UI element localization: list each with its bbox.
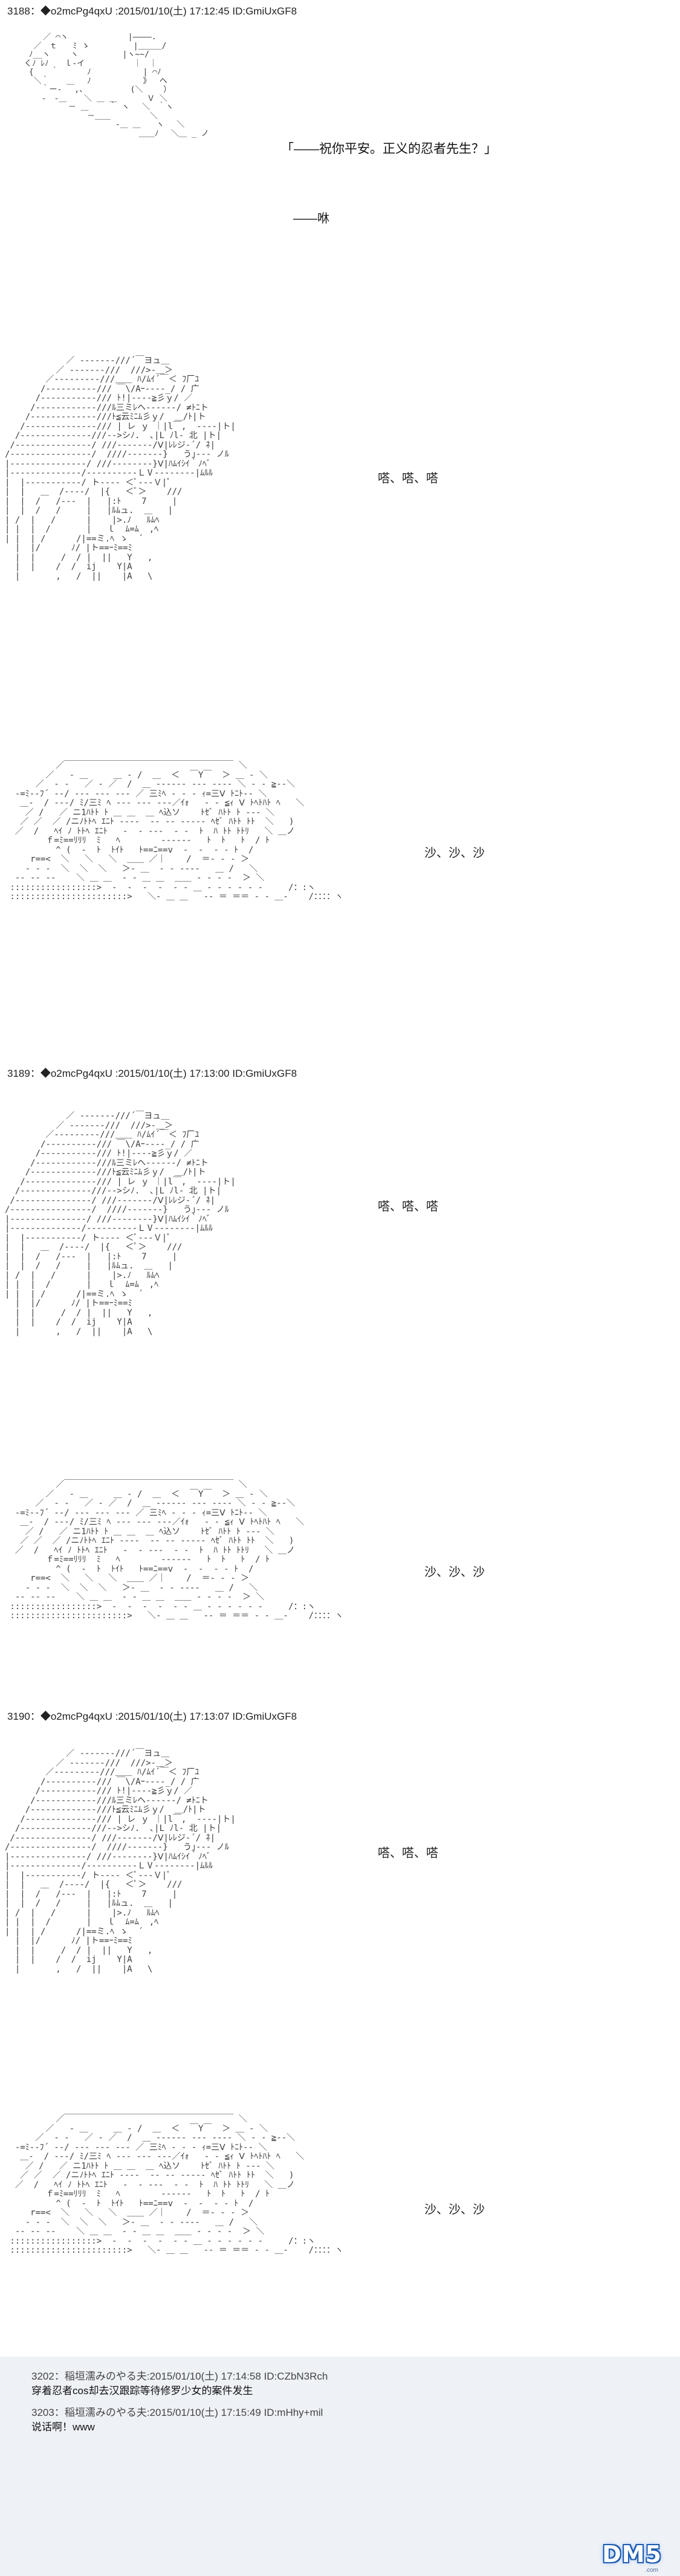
- sfx-footsteps: 嗒、嗒、嗒: [378, 472, 438, 485]
- post-header: 3188：◆o2mcPg4qxU :2015/01/10(土) 17:12:45…: [7, 5, 297, 17]
- sfx-rustle: 沙、沙、沙: [424, 1566, 485, 1579]
- comment-body: 说话啊！www: [31, 2421, 95, 2433]
- ninja-hood-art: ／ ‐‐‐‐‐‐‐///´￣ヨュ＿ ／ ‐‐‐‐‐‐‐/// ///>‐＿＞ ／…: [5, 356, 236, 581]
- post-header: 3190：◆o2mcPg4qxU :2015/01/10(土) 17:13:07…: [7, 1711, 297, 1722]
- comment-header: 3203：稲垣濡みのやる夫:2015/01/10(土) 17:15:49 ID:…: [31, 2407, 323, 2418]
- comment-header: 3202：稲垣濡みのやる夫:2015/01/10(土) 17:14:58 ID:…: [31, 2371, 328, 2382]
- comments-section: 3202：稲垣濡みのやる夫:2015/01/10(土) 17:14:58 ID:…: [0, 2357, 680, 2576]
- dialogue-line: 「——祝你平安。正义的忍者先生？」: [281, 142, 497, 156]
- ninja-body-art: ／￣￣￣￣￣￣￣￣￣￣￣￣￣￣￣￣￣￣￣￣ ＼ ／ ‐ ＿ ＿ ‐ / ＿ ＜ …: [10, 761, 344, 902]
- ninja-hood-art: ／ ‐‐‐‐‐‐‐///´￣ヨュ＿ ／ ‐‐‐‐‐‐‐/// ///>‐＿＞ ／…: [5, 1111, 236, 1337]
- site-logo-suffix: .com: [645, 2567, 658, 2574]
- ninja-body-art: ／￣￣￣￣￣￣￣￣￣￣￣￣￣￣￣￣￣￣￣￣ ＼ ／ ‐ ＿ ＿ ‐ / ＿ ＜ …: [10, 1480, 344, 1621]
- comment-body: 穿着忍者cos却去汉跟踪等待修罗少女的案件发生: [31, 2385, 253, 2397]
- site-logo: DM5: [602, 2541, 662, 2568]
- ninja-hood-art: ／ ‐‐‐‐‐‐‐///´￣ヨュ＿ ／ ‐‐‐‐‐‐‐/// ///>‐＿＞ ／…: [5, 1749, 236, 1974]
- sfx-shu: ——咻: [293, 212, 329, 225]
- post-header: 3189：◆o2mcPg4qxU :2015/01/10(土) 17:13:00…: [7, 1068, 297, 1079]
- ninja-body-art: ／￣￣￣￣￣￣￣￣￣￣￣￣￣￣￣￣￣￣￣￣ ＼ ／ ‐ ＿ ＿ ‐ / ＿ ＜ …: [10, 2114, 344, 2255]
- sfx-rustle: 沙、沙、沙: [424, 2203, 485, 2216]
- sfx-footsteps: 嗒、嗒、嗒: [378, 1200, 438, 1213]
- sfx-footsteps: 嗒、嗒、嗒: [378, 1847, 438, 1860]
- sfx-rustle: 沙、沙、沙: [424, 847, 485, 860]
- fox-mask-art: ／ ⌒ヽ |――――. ／ ｔ ﾐ ゝ |＿＿＿/ ﾉ__ヽ ヽ |ヽ~~/ く…: [24, 33, 209, 138]
